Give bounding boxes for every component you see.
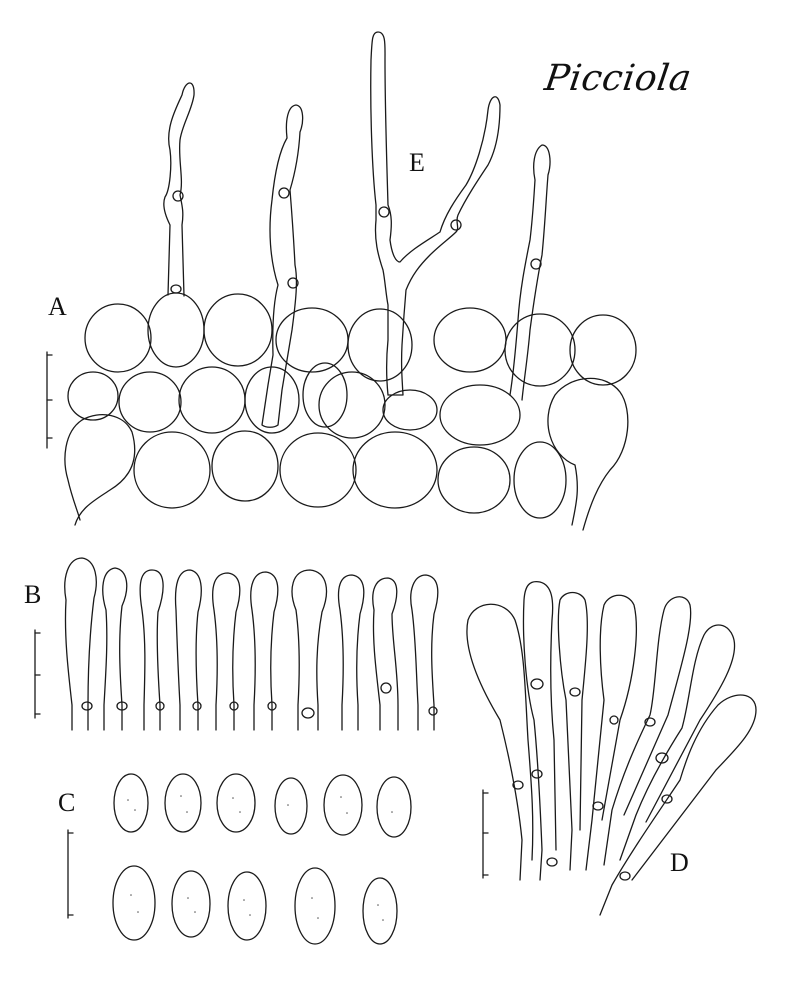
panel-a-cells [46, 31, 637, 531]
scale-bar-c [67, 829, 74, 919]
scale-bar-a [46, 351, 53, 449]
panel-d-cystidia [466, 580, 757, 916]
panel-c-spores [67, 773, 412, 945]
scale-bar-b [34, 629, 41, 719]
author-signature: Picciola [542, 58, 695, 99]
label-e: E [409, 148, 425, 177]
label-a: A [48, 292, 67, 321]
label-b: B [24, 580, 42, 609]
label-d: D [670, 848, 689, 877]
label-c: C [58, 788, 76, 817]
panel-b-cystidia [34, 557, 439, 731]
scale-bar-d [482, 789, 489, 879]
